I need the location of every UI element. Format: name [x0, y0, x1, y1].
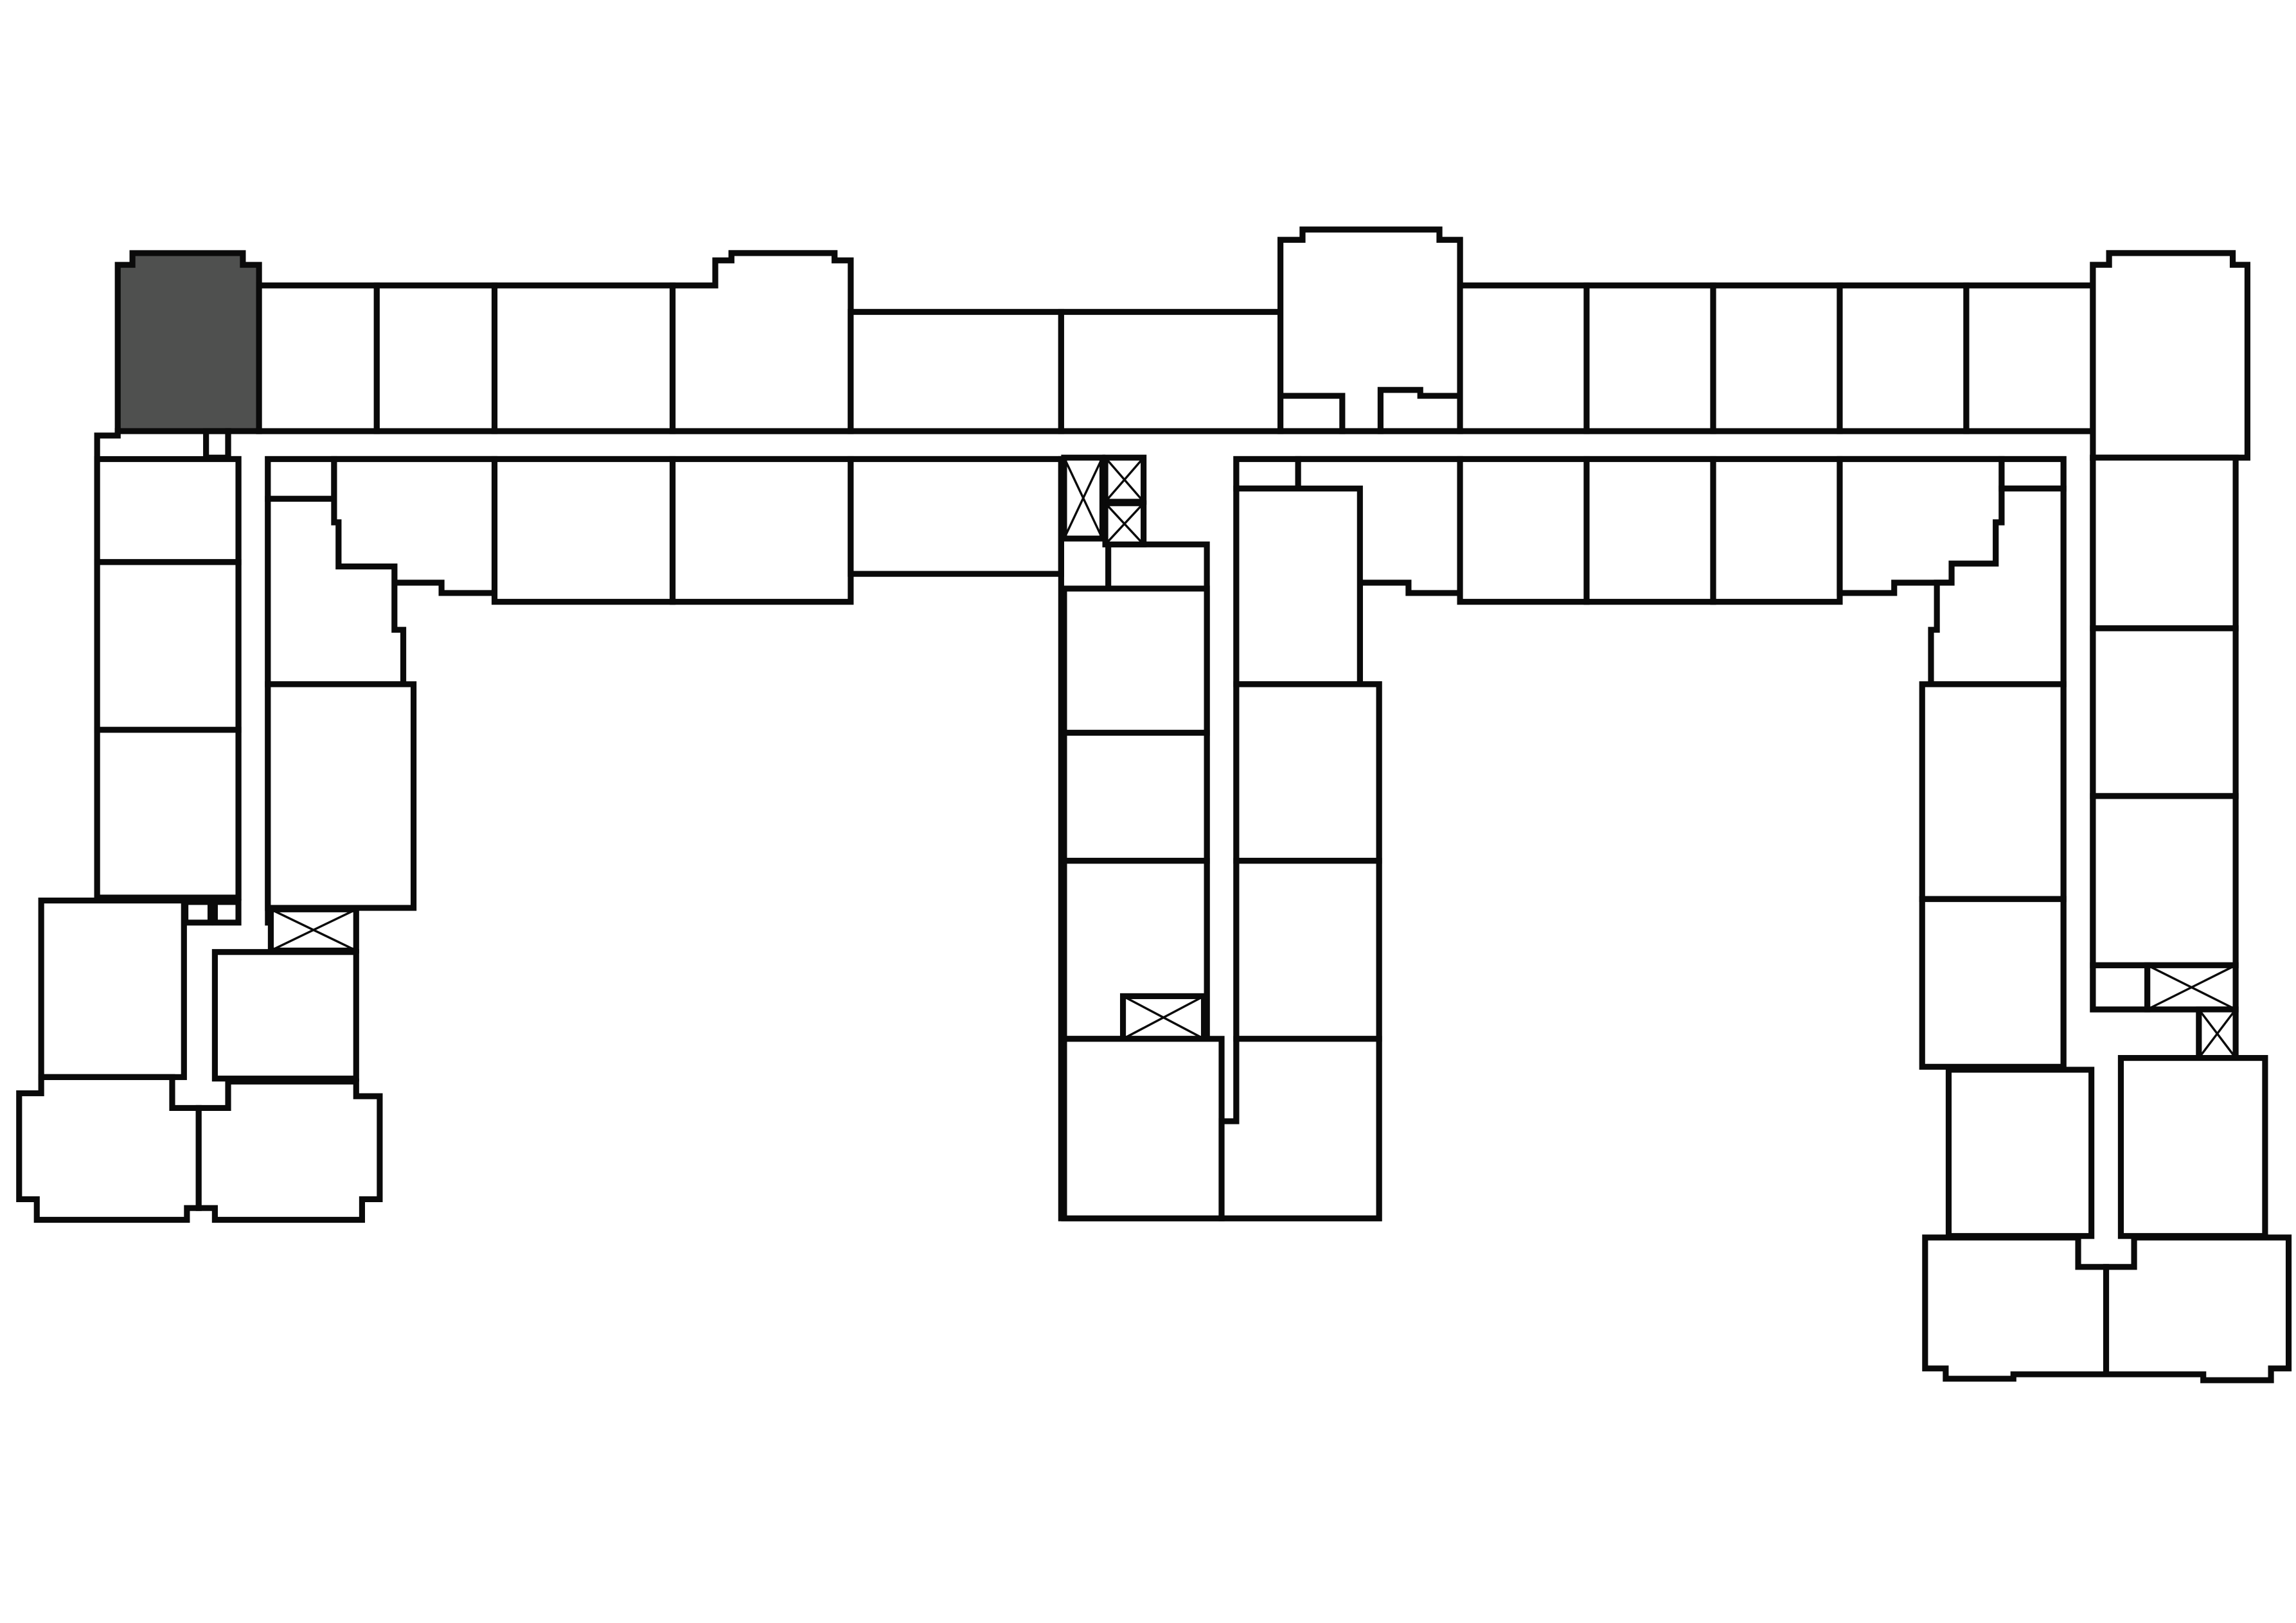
unit-s8[interactable]: [1710, 456, 1843, 605]
unit-s-nook1[interactable]: [265, 456, 337, 502]
unit-e7[interactable]: [1945, 1067, 2095, 1239]
unit-w7[interactable]: [211, 949, 359, 1082]
unit-w8[interactable]: [16, 1074, 202, 1223]
unit-w9[interactable]: [195, 1078, 383, 1223]
unit-n6[interactable]: [1058, 308, 1284, 434]
unit-c6[interactable]: [1233, 681, 1382, 864]
unit-e3[interactable]: [1919, 896, 2067, 1070]
unit-e5[interactable]: [2090, 625, 2239, 799]
unit-w2[interactable]: [94, 559, 242, 733]
unit-e6[interactable]: [2090, 793, 2239, 968]
north-wing: [256, 226, 2250, 461]
east-wing: [1919, 454, 2292, 1383]
unit-w3[interactable]: [94, 727, 242, 901]
unit-s7[interactable]: [1583, 456, 1716, 605]
unit-e8[interactable]: [2117, 1055, 2268, 1239]
unit-n9[interactable]: [1583, 282, 1716, 434]
unit-e9[interactable]: [1922, 1234, 2110, 1382]
unit-e4[interactable]: [2090, 454, 2239, 632]
unit-n7[interactable]: [1277, 226, 1463, 434]
unit-highlighted[interactable]: [114, 250, 262, 434]
unit-n8[interactable]: [1457, 282, 1590, 434]
unit-w5[interactable]: [265, 681, 417, 911]
unit-w6[interactable]: [38, 897, 187, 1080]
unit-s2[interactable]: [491, 456, 676, 605]
unit-n10[interactable]: [1710, 282, 1843, 434]
unit-n4[interactable]: [670, 250, 854, 434]
unit-c5[interactable]: [1233, 485, 1363, 687]
unit-n12[interactable]: [1963, 282, 2096, 434]
unit-s6[interactable]: [1457, 456, 1590, 605]
center-wing: [1058, 454, 1382, 1221]
unit-s3[interactable]: [670, 456, 854, 605]
unit-c1[interactable]: [1061, 585, 1210, 736]
unit-s-nook2[interactable]: [1233, 456, 1301, 492]
west-wing: [16, 428, 417, 1223]
unit-ne-corner[interactable]: [2090, 250, 2250, 461]
unit-n1[interactable]: [256, 282, 380, 434]
unit-e10[interactable]: [2103, 1234, 2292, 1383]
unit-n3[interactable]: [491, 282, 676, 434]
unit-c7[interactable]: [1233, 858, 1382, 1042]
unit-n5[interactable]: [848, 308, 1064, 434]
unit-c2[interactable]: [1061, 729, 1210, 864]
unit-c8[interactable]: [1218, 1036, 1382, 1221]
unit-s4[interactable]: [848, 456, 1064, 577]
unit-n11[interactable]: [1837, 282, 1970, 434]
unit-w1[interactable]: [94, 456, 242, 565]
unit-s-nook3[interactable]: [1998, 456, 2067, 492]
unit-n2[interactable]: [373, 282, 498, 434]
unit-c4[interactable]: [1061, 1036, 1225, 1221]
unit-e2[interactable]: [1919, 681, 2067, 902]
